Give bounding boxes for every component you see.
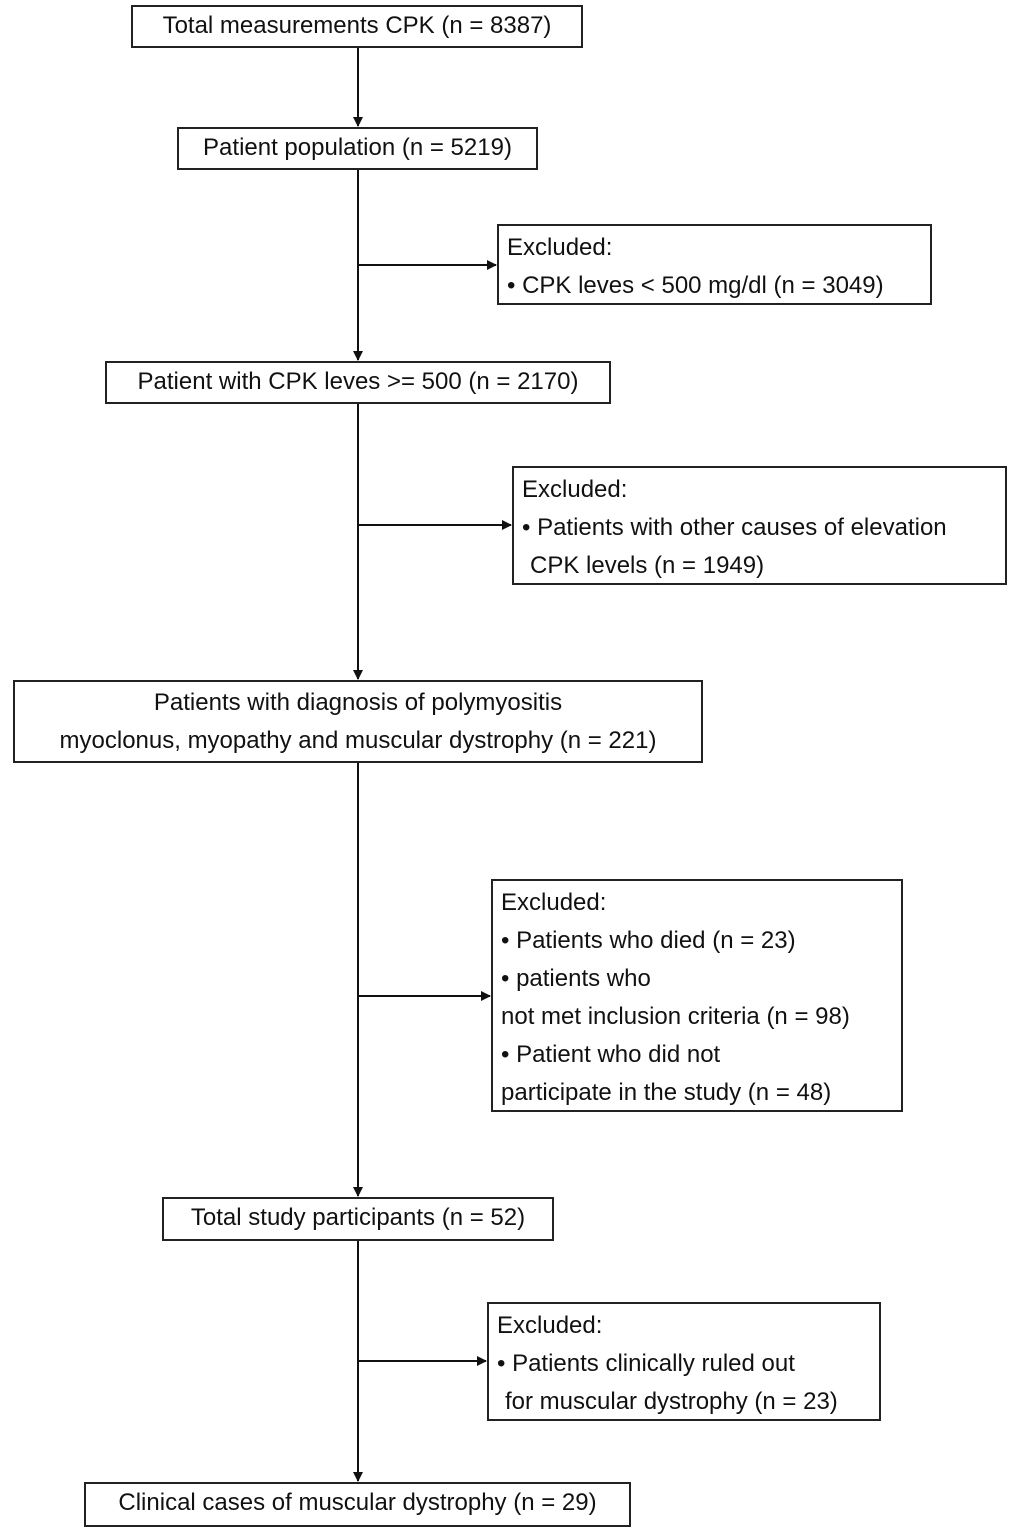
node-total-measurements-label: Total measurements CPK (n = 8387) (162, 12, 552, 39)
node-diagnosis-line2: myoclonus, myopathy and muscular dystrop… (59, 727, 657, 754)
exclusion-died-item: • Patients who died (n = 23) (501, 927, 796, 954)
node-clinical-cases: Clinical cases of muscular dystrophy (n … (84, 1482, 631, 1527)
exclusion-inclusion-item-cont: not met inclusion criteria (n = 98) (501, 1003, 850, 1030)
node-cpk-over-500: Patient with CPK leves >= 500 (n = 2170) (105, 361, 611, 404)
exclusion-ruled-out-item-cont: for muscular dystrophy (n = 23) (505, 1388, 838, 1415)
exclusion-ruled-out-heading: Excluded: (497, 1312, 603, 1339)
exclusion-nonparticipant-item-cont: participate in the study (n = 48) (501, 1079, 832, 1106)
node-clinical-cases-label: Clinical cases of muscular dystrophy (n … (118, 1489, 597, 1516)
exclusion-ruled-out: Excluded: • Patients clinically ruled ou… (487, 1302, 881, 1421)
exclusion-other-causes-item-cont: CPK levels (n = 1949) (530, 552, 765, 579)
exclusion-low-cpk-item: • CPK leves < 500 mg/dl (n = 3049) (507, 272, 884, 299)
node-diagnosis: Patients with diagnosis of polymyositis … (13, 680, 703, 763)
exclusion-ruled-out-item: • Patients clinically ruled out (497, 1350, 795, 1377)
exclusion-low-cpk: Excluded: • CPK leves < 500 mg/dl (n = 3… (497, 224, 932, 305)
exclusion-nonparticipant-item: • Patient who did not (501, 1041, 721, 1068)
exclusion-inclusion-item: • patients who (501, 965, 651, 992)
node-patient-population: Patient population (n = 5219) (177, 127, 538, 170)
node-study-participants-label: Total study participants (n = 52) (190, 1204, 526, 1231)
exclusion-low-cpk-heading: Excluded: (507, 234, 613, 261)
exclusion-other-causes-item: • Patients with other causes of elevatio… (522, 514, 947, 541)
node-study-participants: Total study participants (n = 52) (162, 1197, 554, 1241)
node-total-measurements: Total measurements CPK (n = 8387) (131, 5, 583, 48)
exclusion-died-or-ineligible: Excluded: • Patients who died (n = 23) •… (491, 879, 903, 1112)
exclusion-other-causes-heading: Excluded: (522, 476, 628, 503)
node-diagnosis-line1: Patients with diagnosis of polymyositis (153, 689, 563, 716)
node-cpk-over-500-label: Patient with CPK leves >= 500 (n = 2170) (137, 368, 579, 395)
exclusion-died-heading: Excluded: (501, 889, 607, 916)
node-patient-population-label: Patient population (n = 5219) (203, 134, 512, 161)
exclusion-other-causes: Excluded: • Patients with other causes o… (512, 466, 1007, 585)
